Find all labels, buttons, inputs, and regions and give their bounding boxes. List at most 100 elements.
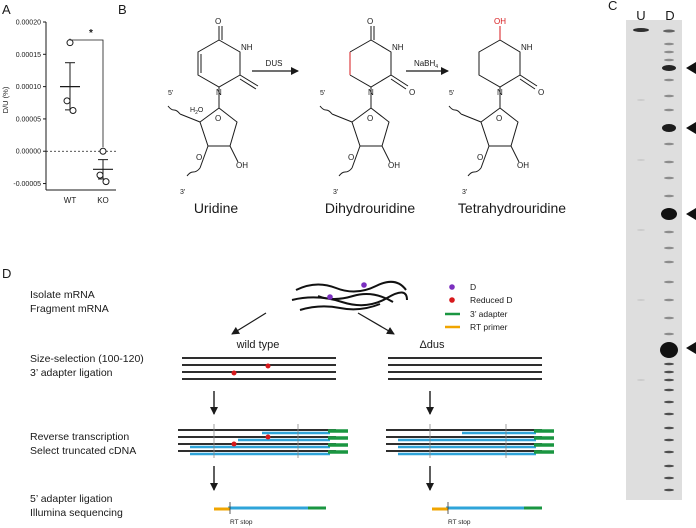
gel-band-d [660,342,678,358]
gel-band-d [662,124,676,132]
dihydrouridine-3prime: 3’ [333,189,339,196]
gel-band-d-faint [664,42,674,46]
legend-reduced-d-marker [449,297,455,303]
panel-label-c: C [608,0,617,13]
gel-band-d-faint [664,378,674,382]
data-point [66,39,74,47]
y-tick-label: 0.00010 [16,84,41,91]
y-tick-label: 0.00005 [16,116,41,123]
gel-band-d [661,208,677,220]
gel-band-d-faint [664,230,674,234]
uridine-h2o-h: H2O [190,107,204,116]
gel-band-u-top [633,28,649,32]
gel-band-d-faint [664,58,674,62]
gel-band-d-faint [664,298,674,302]
data-point [69,107,77,115]
mrna-fragments [291,280,408,311]
uridine-n1: N [216,88,222,97]
gel-band-d-faint [664,94,674,98]
dus-reverse-transcription [386,424,554,458]
step1-line1: Isolate mRNA [30,289,95,301]
dihydrouridine-label: Dihydrouridine [325,200,415,216]
dihydrouridine-ring-o: O [367,114,373,123]
panel-d-workflow: Isolate mRNA Fragment mRNA Size-selectio… [30,280,554,526]
data-point [63,97,71,105]
tetrahydrouridine-5prime: 5’ [449,90,455,97]
y-tick-label: 0.00000 [16,149,41,156]
gel-band-d-faint [664,370,674,374]
reduced-d-dot [265,434,271,440]
uridine-ring-o: O [215,114,221,123]
gel-band-d-faint [664,464,674,468]
legend-d-label: D [470,282,476,292]
gel-band-u-faint [637,299,645,301]
reduced-d-dot [231,370,237,376]
rt-stop-label: RT stop [448,519,471,526]
gel-band-u-faint [637,99,645,101]
uridine-o4: O [215,17,221,26]
gel-band-d-faint [664,78,674,82]
tetrahydrouridine-ring-o: O [496,114,502,123]
dihydrouridine-o4: O [367,17,373,26]
gel-band-d-faint [664,332,674,336]
significance-bracket [69,38,104,148]
panel-c-gel: U D [626,8,696,500]
gel-band-d-faint [664,246,674,250]
step4-line2: Illumina sequencing [30,507,123,519]
dus-arrow-label: DUS [266,59,283,68]
significance-star: * [89,28,93,39]
uridine-5prime: 5’ [168,90,174,97]
gel-band-d-faint [664,426,674,430]
gel-band-u-faint [637,229,645,231]
dihydrouridine-o2: O [409,88,415,97]
tetrahydrouridine-label: Tetrahydrouridine [458,200,566,216]
step1-line2: Fragment mRNA [30,303,109,315]
gel-band-d-faint [664,438,674,442]
gel-band-d-faint [664,362,674,366]
legend-rt-primer-label: RT primer [470,322,508,332]
step3-line2: Select truncated cDNA [30,445,136,457]
panel-a-chart: D/U (%) 0.000200.000150.000100.000050.00… [1,20,116,205]
tetrahydrouridine-oh-red: OH [494,17,506,26]
wt-final-product: RT stop [214,502,326,526]
panel-b-scheme: O NH N O OH O 5’ 3’ H2O Uridine DUS [167,17,566,216]
x-tick-label: KO [97,196,109,205]
gel-band-u-faint [637,159,645,161]
gel-band-d-faint [664,160,674,164]
dihydrouridine-n1: N [368,88,374,97]
wt-fragments [182,357,336,380]
gel-band-d-faint [664,142,674,146]
gel-band-d-faint [664,176,674,180]
rt-stop-label: RT stop [230,519,253,526]
lane-label-u: U [636,8,645,23]
uridine-structure [167,26,259,177]
d-site-dot [327,294,333,300]
reduced-d-dot [265,363,271,369]
y-tick-label: -0.00005 [13,181,41,188]
arrow-to-wildtype [231,312,267,335]
gel-band-d-faint [664,388,674,392]
panel-label-b: B [118,2,127,17]
step2-line1: Size-selection (100-120) [30,353,144,365]
reduced-d-dot [231,441,237,447]
gel-band-d-top [663,29,675,33]
dihydrouridine-o3: O [348,153,354,162]
wild-type-label: wild type [236,339,280,351]
panel-label-a: A [2,2,11,17]
gel-band-u-faint [637,379,645,381]
arrowhead-marker-1 [686,62,696,74]
tetrahydrouridine-o2: O [538,88,544,97]
tetrahydrouridine-o3: O [477,153,483,162]
dihydrouridine-n3: NH [392,43,404,52]
dus-knockout-label: Δdus [419,339,445,351]
legend-3prime-adapter-label: 3’ adapter [470,309,508,319]
gel-band-d-faint [664,260,674,264]
uridine-label: Uridine [194,200,239,216]
tetrahydrouridine-n1: N [497,88,503,97]
gel-band-d-faint [664,412,674,416]
uridine-3prime: 3’ [180,189,186,196]
lane-label-d: D [665,8,674,23]
gel-band-d-faint [664,476,674,480]
data-point [102,178,110,186]
